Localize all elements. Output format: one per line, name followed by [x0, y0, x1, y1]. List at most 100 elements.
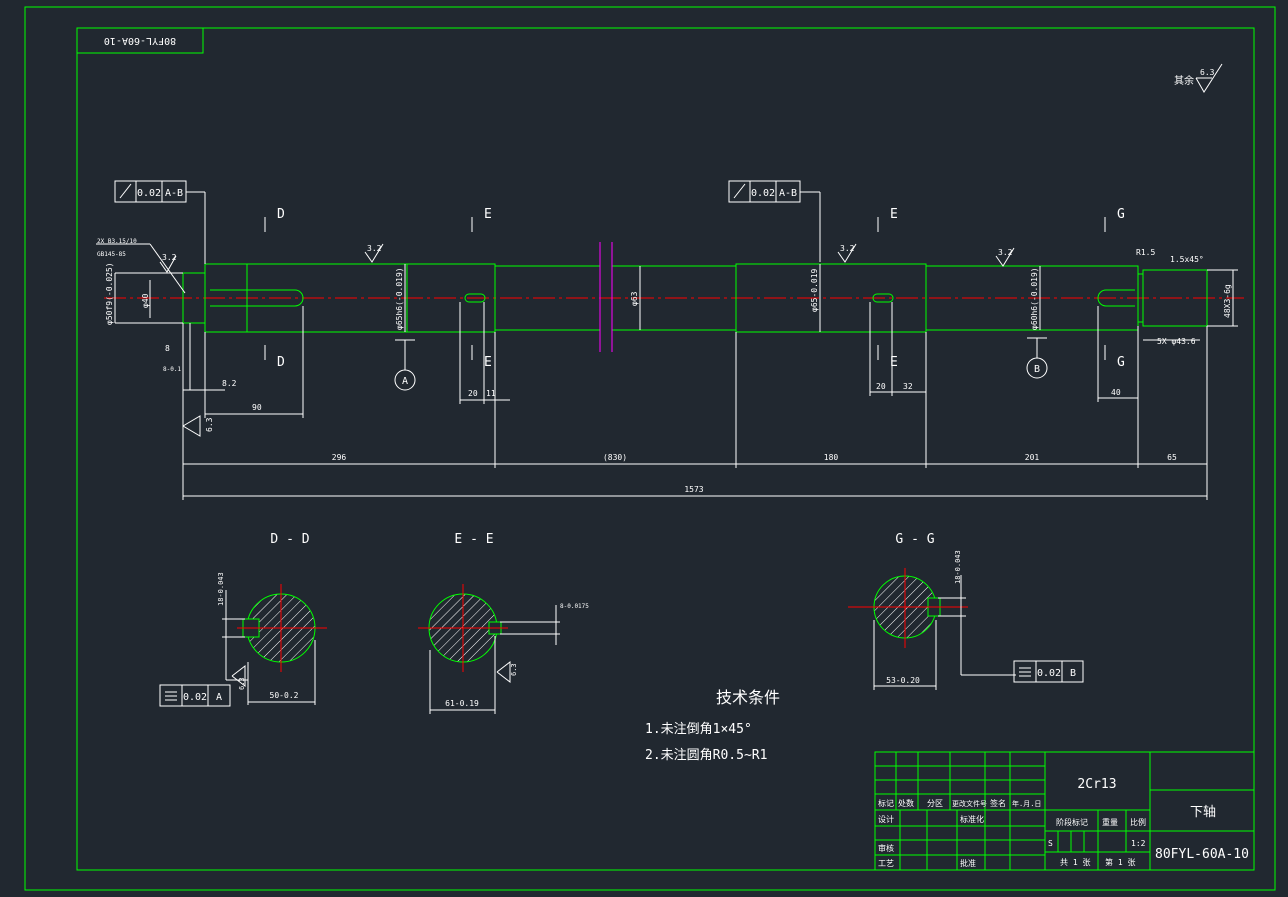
section-e2-top: E: [890, 207, 898, 222]
dim-d-end: φ50f9(-0.025): [105, 262, 114, 325]
dim-fillet: R1.5: [1136, 248, 1155, 257]
tech-note-2: 2.未注圆角R0.5~R1: [645, 748, 767, 763]
dim-40: 40: [1111, 388, 1121, 397]
dd-rough: 6.3: [238, 677, 246, 690]
roughness-general-value: 6.3: [1200, 68, 1215, 77]
tb-h-zone: 分区: [927, 799, 943, 808]
tb-h-sign: 签名: [990, 798, 1006, 808]
dim-seg180: 180: [824, 453, 839, 462]
dim-total: 1573: [684, 485, 703, 494]
ee-rough: 6.3: [510, 663, 518, 676]
tol-gg-value: 0.02: [1037, 668, 1061, 679]
dim-d-mid: φ63: [630, 291, 639, 306]
dim-d-bearing2: φ65-0.019: [810, 268, 819, 312]
rough-1: 3.2: [162, 253, 177, 262]
section-g-top: G: [1117, 207, 1125, 222]
dim-chamfer: 1.5x45°: [1170, 255, 1204, 264]
dim-seg296: 296: [332, 453, 347, 462]
tol-dd-datum: A: [216, 692, 222, 703]
gg-key: 18-0.043: [954, 550, 962, 584]
dim-thread: 48X3-6g: [1223, 284, 1232, 318]
dim-11: 11: [486, 389, 496, 398]
tb-h-mark: 标记: [878, 798, 894, 808]
section-gg: [848, 568, 1016, 690]
tb-h-process: 工艺: [878, 859, 894, 868]
tol-frame-dd: [159, 684, 231, 707]
section-e-top: E: [484, 207, 492, 222]
dim-32: 32: [903, 382, 913, 391]
dim-center-hole: 2X B3.15/10: [97, 238, 137, 245]
title-block: [874, 751, 1255, 871]
tb-h-design: 设计: [878, 814, 894, 824]
rough-2: 3.2: [367, 244, 382, 253]
section-dd-title: D - D: [270, 532, 309, 547]
tb-h-weight: 重量: [1102, 817, 1118, 827]
tb-sheet-no: 第 1 张: [1105, 857, 1135, 867]
gg-width: 53-0.20: [886, 676, 920, 685]
dim-d-bearing1: φ65h6(-0.019): [395, 267, 404, 330]
dd-key: 18-0.043: [217, 572, 225, 606]
dim-20b: 20: [876, 382, 886, 391]
tb-stage-val: S: [1048, 839, 1053, 848]
rough-4: 3.2: [998, 248, 1013, 257]
rough-3: 3.2: [840, 244, 855, 253]
roughness-symbols: [159, 243, 1015, 273]
inner-frame: [76, 27, 1255, 871]
roughness-general: 其余 6.3: [1174, 63, 1223, 93]
tol-mid-value: 0.02: [751, 188, 775, 199]
tb-material: 2Cr13: [1077, 777, 1116, 792]
section-e2-bottom: E: [890, 355, 898, 370]
tb-h-approve: 批准: [960, 858, 976, 868]
tol-mid-datum: A-B: [779, 188, 797, 199]
dim-seg201: 201: [1025, 453, 1040, 462]
datum-a-label: A: [402, 376, 408, 387]
dim-d-right: φ60h6(-0.019): [1030, 267, 1039, 330]
dim-undercut: 5X φ43.6: [1157, 337, 1196, 346]
tech-notes-title: 技术条件: [716, 688, 780, 707]
tb-h-date: 年.月.日: [1012, 799, 1041, 808]
tb-sheets-total: 共 1 张: [1060, 858, 1090, 867]
dimension-lines: [96, 191, 1238, 500]
mirrored-code: 80FYL-60A-10: [104, 35, 176, 46]
dim-8-01: 8-0.1: [163, 366, 181, 373]
datum-b-label: B: [1034, 364, 1040, 375]
tol-frame-mid: [728, 180, 801, 203]
ee-width: 61-0.19: [445, 699, 479, 708]
dim-seg830: (830): [603, 453, 627, 462]
tb-h-review: 审核: [878, 843, 894, 853]
dim-center-hole-std: GB145-85: [97, 251, 126, 258]
mirrored-code-box: [76, 27, 204, 54]
section-g-bottom: G: [1117, 355, 1125, 370]
tb-h-docno: 更改文件号: [952, 799, 987, 808]
datum-b: [1026, 337, 1048, 379]
tb-h-count: 处数: [898, 798, 914, 808]
section-d-bottom: D: [277, 355, 285, 370]
dim-90: 90: [252, 403, 262, 412]
dim-20a: 20: [468, 389, 478, 398]
roughness-note: 其余: [1174, 74, 1194, 87]
tol-frame-gg: [1013, 660, 1084, 683]
tb-part-name: 下轴: [1190, 805, 1216, 820]
section-cut-marks: [264, 217, 1106, 360]
datum-a: [394, 339, 416, 391]
dim-seg65: 65: [1167, 453, 1177, 462]
section-ee: [418, 584, 560, 714]
tol-left-value: 0.02: [137, 188, 161, 199]
dim-82: 8.2: [222, 379, 237, 388]
tb-scale-val: 1:2: [1131, 839, 1146, 848]
tech-note-1: 1.未注倒角1×45°: [645, 722, 752, 737]
tb-h-stage: 阶段标记: [1056, 817, 1088, 827]
dim-8: 8: [165, 344, 170, 353]
dim-d-keyend: φ40: [141, 293, 150, 308]
section-d-top: D: [277, 207, 285, 222]
tol-gg-datum: B: [1070, 668, 1076, 679]
tol-dd-value: 0.02: [183, 692, 207, 703]
outer-frame: [24, 6, 1276, 891]
tb-drawing-no: 80FYL-60A-10: [1155, 847, 1249, 862]
tol-left-datum: A-B: [165, 188, 183, 199]
tb-h-std: 标准化: [960, 814, 984, 824]
section-e-bottom: E: [484, 355, 492, 370]
tol-frame-left: [114, 180, 187, 203]
dim-63: 6.3: [205, 417, 214, 432]
